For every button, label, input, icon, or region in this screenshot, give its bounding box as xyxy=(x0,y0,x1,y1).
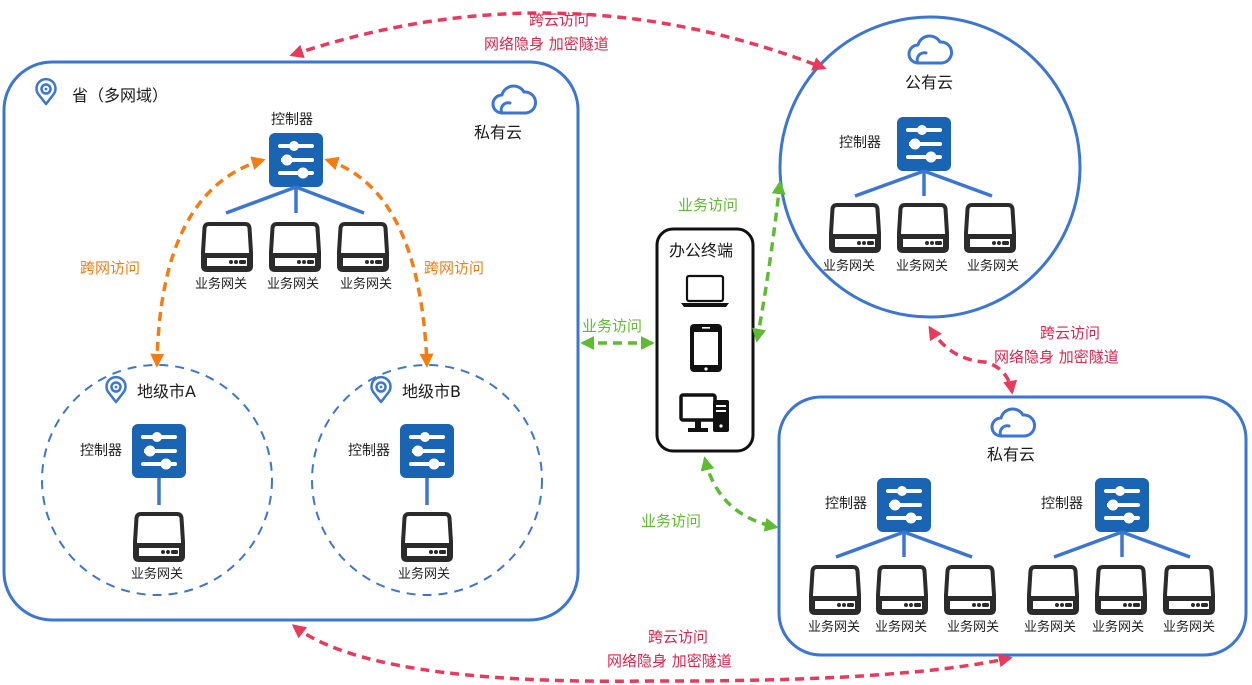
cross-network-label-right: 跨网访问 xyxy=(424,259,484,277)
province-private-cloud: 省（多网域） 私有云 控制器 业务网关 业务网关 业务网关 跨网访问 跨网访问 … xyxy=(2,60,580,622)
business-access-label-top: 业务访问 xyxy=(678,196,738,214)
cross-cloud-link-bottom xyxy=(291,624,1013,683)
public-cloud: 公有云 控制器 业务网关 业务网关 业务网关 xyxy=(778,15,1082,319)
cross-network-link-left xyxy=(150,156,266,368)
gateway-icon[interactable] xyxy=(876,565,928,615)
cross-cloud-label-top-line1: 跨云访问 xyxy=(529,11,589,29)
cross-cloud-link-top xyxy=(289,11,827,71)
private-cloud-2: 私有云 控制器 业务网关 业务网关 业务网关 控制器 业务网关 业务网关 业务网… xyxy=(777,395,1248,657)
public-cloud-title: 公有云 xyxy=(905,73,953,92)
gateway-label: 业务网关 xyxy=(131,566,183,582)
cross-network-link-right xyxy=(324,156,434,368)
terminal-title: 办公终端 xyxy=(669,241,733,260)
province-cloud-label: 私有云 xyxy=(474,123,522,142)
city-a: 地级市A 控制器 业务网关 xyxy=(41,364,273,596)
gateway-label: 业务网关 xyxy=(967,258,1019,274)
cross-cloud-label-bottom-line1: 跨云访问 xyxy=(648,628,708,646)
controller-label: 控制器 xyxy=(825,496,867,512)
gateway-label: 业务网关 xyxy=(808,619,860,635)
controller-links xyxy=(1053,530,1191,559)
location-pin-icon xyxy=(105,375,127,404)
gateway-icon[interactable] xyxy=(1095,565,1147,615)
business-access-label-bottom: 业务访问 xyxy=(641,512,701,530)
location-pin-icon xyxy=(370,375,392,404)
private-cloud-2-title: 私有云 xyxy=(987,445,1035,464)
city-b-title: 地级市B xyxy=(402,382,461,401)
cross-cloud-label-right-line2: 网络隐身 加密隧道 xyxy=(994,348,1119,366)
controller-label: 控制器 xyxy=(348,443,390,459)
gateway-label: 业务网关 xyxy=(875,619,927,635)
gateway-label: 业务网关 xyxy=(896,258,948,274)
controller-icon[interactable] xyxy=(897,117,951,171)
controller-icon[interactable] xyxy=(269,133,323,187)
gateway-icon[interactable] xyxy=(964,203,1016,253)
cross-network-label-left: 跨网访问 xyxy=(80,259,140,277)
controller-label: 控制器 xyxy=(1041,496,1083,512)
controller-icon[interactable] xyxy=(400,424,454,478)
controller-label: 控制器 xyxy=(80,443,122,459)
public-cloud-container xyxy=(778,15,1082,319)
gateway-label: 业务网关 xyxy=(1163,619,1215,635)
gateway-icon[interactable] xyxy=(401,512,453,562)
gateway-icon[interactable] xyxy=(133,512,185,562)
gateway-label: 业务网关 xyxy=(947,619,999,635)
city-a-title: 地级市A xyxy=(137,382,196,401)
gateway-icon[interactable] xyxy=(269,222,321,272)
gateway-icon[interactable] xyxy=(944,565,996,615)
laptop-icon[interactable] xyxy=(681,274,729,307)
controller-label: 控制器 xyxy=(271,112,313,128)
gateway-icon[interactable] xyxy=(201,222,253,272)
desktop-icon[interactable] xyxy=(679,393,729,432)
controller-links xyxy=(835,530,973,559)
cloud-icon xyxy=(491,84,538,115)
cross-cloud-label-right-line1: 跨云访问 xyxy=(1040,324,1100,342)
gateway-label: 业务网关 xyxy=(1092,619,1144,635)
office-terminal: 办公终端 xyxy=(655,227,755,453)
cross-cloud-label-top-line2: 网络隐身 加密隧道 xyxy=(484,35,609,53)
cross-cloud-link-right xyxy=(928,325,1018,395)
controller-icon[interactable] xyxy=(1095,478,1149,532)
location-pin-icon xyxy=(35,77,57,106)
city-b: 地级市B 控制器 业务网关 xyxy=(311,364,543,596)
cross-cloud-label-bottom-line2: 网络隐身 加密隧道 xyxy=(607,652,732,670)
gateway-icon[interactable] xyxy=(897,203,949,253)
gateway-label: 业务网关 xyxy=(267,276,319,292)
controller-label: 控制器 xyxy=(839,135,881,151)
controller-links xyxy=(854,169,993,198)
business-access-label-left: 业务访问 xyxy=(582,317,642,335)
controller-links xyxy=(225,185,365,215)
gateway-label: 业务网关 xyxy=(1024,619,1076,635)
gateway-icon[interactable] xyxy=(337,222,389,272)
gateway-label: 业务网关 xyxy=(398,566,450,582)
gateway-label: 业务网关 xyxy=(823,258,875,274)
gateway-icon[interactable] xyxy=(809,565,861,615)
tablet-icon[interactable] xyxy=(690,324,722,372)
gateway-icon[interactable] xyxy=(1163,565,1215,615)
cloud-icon xyxy=(907,34,954,65)
gateway-label: 业务网关 xyxy=(195,276,247,292)
gateway-icon[interactable] xyxy=(1027,565,1079,615)
province-title: 省（多网域） xyxy=(72,86,168,105)
business-access-link-bottom xyxy=(700,456,779,532)
gateway-icon[interactable] xyxy=(829,203,881,253)
gateway-label: 业务网关 xyxy=(340,276,392,292)
controller-icon[interactable] xyxy=(132,424,186,478)
controller-icon[interactable] xyxy=(877,478,931,532)
cloud-icon xyxy=(990,407,1037,438)
business-access-link-top xyxy=(752,180,786,343)
